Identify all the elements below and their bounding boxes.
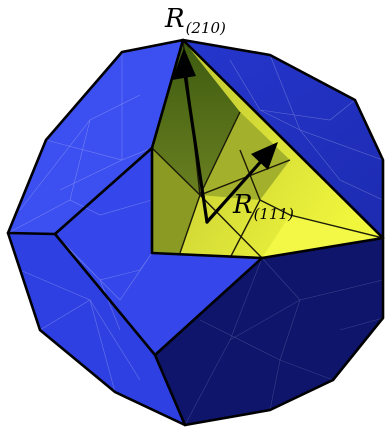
mesh-lines	[7, 52, 384, 426]
vectors	[172, 48, 278, 224]
arrow-111-icon	[205, 142, 278, 224]
label-r210-main: R	[164, 4, 185, 34]
svg-text:R(210): R(210)	[164, 4, 226, 37]
label-r210: R(210)	[164, 4, 226, 37]
svg-text:R(111): R(111)	[232, 190, 294, 223]
cut-face-mid	[200, 112, 290, 200]
cut-inner-line-5	[229, 149, 261, 259]
label-r210-sub: (210)	[186, 19, 226, 37]
arrow-210-icon	[172, 48, 209, 224]
face-bottom-right	[155, 238, 383, 425]
polyhedron-edges	[6, 38, 385, 427]
edge-front-left-top	[6, 38, 185, 236]
cut-face-olive	[152, 148, 200, 253]
face-upper-left	[8, 40, 183, 234]
cut-face-bright	[262, 215, 383, 258]
edge-cut-left	[150, 146, 264, 260]
label-r111-sub: (111)	[254, 205, 294, 223]
face-left-lower	[8, 233, 185, 425]
edge-cut-diagonal	[181, 38, 385, 240]
label-r111: R(111)	[232, 190, 294, 223]
cut-inner-line-4	[259, 199, 384, 239]
cut-inner-line-3	[179, 111, 241, 254]
label-r111-main: R	[232, 190, 253, 220]
